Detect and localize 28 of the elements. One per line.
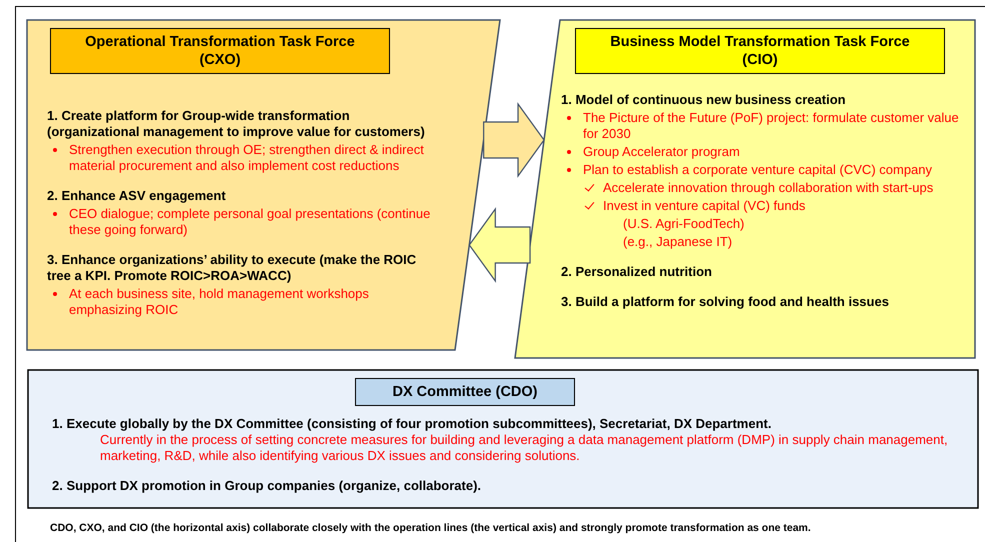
bullet-item: Group Accelerator program: [561, 144, 966, 160]
bullet-item: CEO dialogue; complete personal goal presentations (continue these going forward): [47, 206, 439, 238]
title-box: DX Committee (CDO): [355, 378, 575, 406]
check-item: Accelerate innovation through collaboration with start-ups: [561, 180, 966, 196]
list-heading: 1. Model of continuous new business creation: [561, 92, 847, 108]
bullet-item: At each business site, hold management workshops emphasizing ROIC: [47, 286, 439, 318]
sub-item: (U.S. Agri-FoodTech): [622, 216, 746, 232]
list-heading: 2. Support DX promotion in Group companies (organize, collaborate).: [52, 478, 482, 494]
list-heading: 2. Personalized nutrition: [561, 264, 713, 280]
caption: CDO, CXO, and CIO (the horizontal axis) collaborate closely with the operation lines (the vertical axis) and strongly promote transformation as one team.: [50, 522, 811, 534]
committee-panel: [28, 370, 978, 508]
description-text: Currently in the process of setting concrete measures for building and leveraging a data management platform (DMP) in supply chain management, marketing, R&D, while also identifying various DX issues and considering solutions.: [99, 432, 949, 464]
title-box: Operational Transformation Task Force (CXO): [50, 28, 390, 74]
block-arrow: [468, 207, 531, 283]
bullet-item: Strengthen execution through OE; strengthen direct & indirect material procurement and also implement cost reductions: [47, 142, 439, 174]
check-item: Invest in venture capital (VC) funds: [561, 198, 966, 214]
list-heading: 3. Build a platform for solving food and health issues: [561, 294, 890, 310]
sub-item: (e.g., Japanese IT): [622, 234, 734, 250]
title-box: Business Model Transformation Task Force (CIO): [575, 28, 945, 74]
list-heading: 2. Enhance ASV engagement: [47, 188, 227, 204]
list-heading: 1. Create platform for Group-wide transformation (organizational management to improve value for customers): [47, 108, 426, 140]
list-heading: 1. Execute globally by the DX Committee (consisting of four promotion subcommittees), Secretariat, DX Department.: [52, 416, 772, 432]
bullet-item: The Picture of the Future (PoF) project: formulate customer value for 2030: [561, 110, 966, 142]
task-force-panel: [27, 20, 500, 350]
task-force-panel: [515, 20, 975, 358]
block-arrow: [483, 102, 545, 178]
list-heading: 3. Enhance organizations’ ability to execute (make the ROIC tree a KPI. Promote ROIC>ROA>WACC): [47, 252, 418, 284]
bullet-item: Plan to establish a corporate venture capital (CVC) company: [561, 162, 966, 178]
